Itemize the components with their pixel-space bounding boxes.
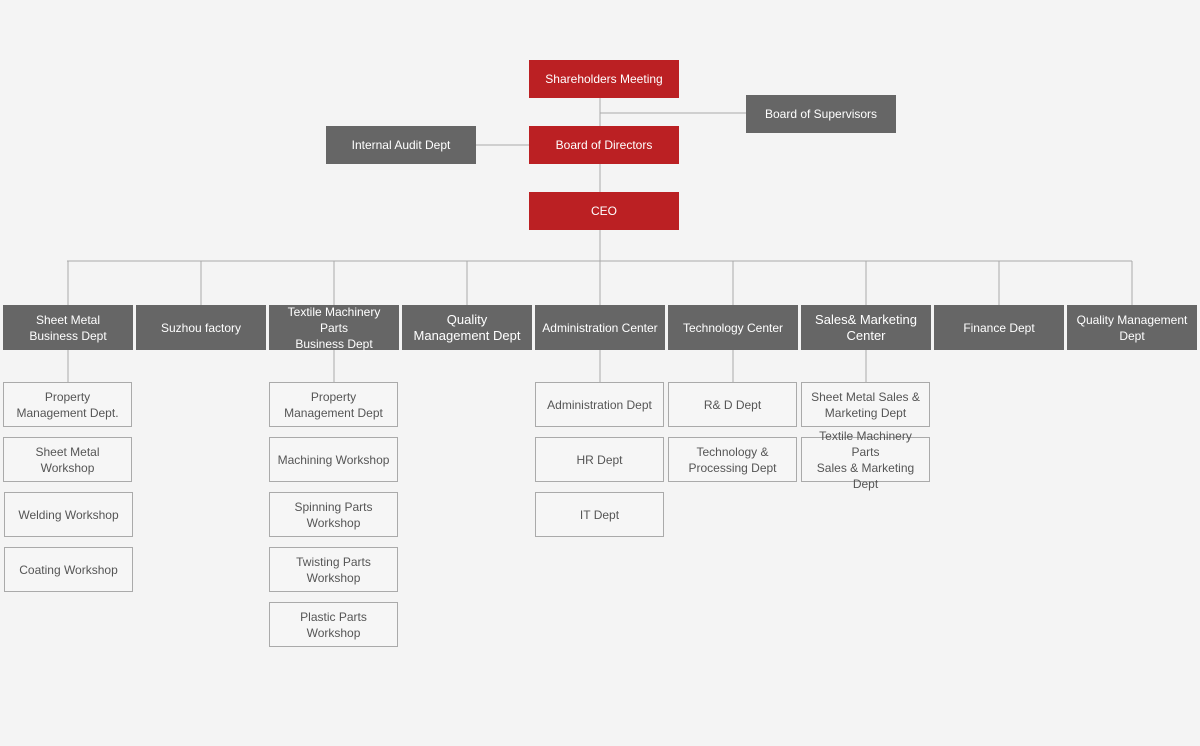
department-textile-machinery-parts-business-dept: Textile Machinery Parts Business Dept — [269, 305, 399, 351]
department-sheet-metal-business-dept: Sheet Metal Business Dept — [3, 305, 133, 350]
sub-unit-hr-dept: HR Dept — [535, 437, 664, 482]
sub-unit-welding-workshop: Welding Workshop — [4, 492, 133, 537]
department-quality-management-dept: Quality Management Dept — [1067, 305, 1197, 350]
sub-unit-property-management-dept: Property Management Dept. — [3, 382, 132, 427]
sub-unit-sheet-metal-sales-marketing-dept: Sheet Metal Sales & Marketing Dept — [801, 382, 930, 427]
board-of-directors-box: Board of Directors — [529, 126, 679, 164]
sub-unit-plastic-parts-workshop: Plastic Parts Workshop — [269, 602, 398, 647]
shareholders-meeting-box: Shareholders Meeting — [529, 60, 679, 98]
internal-audit-dept-box: Internal Audit Dept — [326, 126, 476, 164]
board-of-supervisors-box: Board of Supervisors — [746, 95, 896, 133]
department-suzhou-factory: Suzhou factory — [136, 305, 266, 350]
sub-unit-spinning-parts-workshop: Spinning Parts Workshop — [269, 492, 398, 537]
sub-unit-sheet-metal-workshop: Sheet Metal Workshop — [3, 437, 132, 482]
sub-unit-technology-processing-dept: Technology & Processing Dept — [668, 437, 797, 482]
department-finance-dept: Finance Dept — [934, 305, 1064, 350]
department-administration-center: Administration Center — [535, 305, 665, 350]
department-quality-management-dept: Quality Management Dept — [402, 305, 532, 350]
department-sales-marketing-center: Sales& Marketing Center — [801, 305, 931, 350]
sub-unit-twisting-parts-workshop: Twisting Parts Workshop — [269, 547, 398, 592]
sub-unit-r-d-dept: R& D Dept — [668, 382, 797, 427]
sub-unit-property-management-dept: Property Management Dept — [269, 382, 398, 427]
sub-unit-machining-workshop: Machining Workshop — [269, 437, 398, 482]
ceo-box: CEO — [529, 192, 679, 230]
sub-unit-it-dept: IT Dept — [535, 492, 664, 537]
sub-unit-administration-dept: Administration Dept — [535, 382, 664, 427]
department-technology-center: Technology Center — [668, 305, 798, 350]
sub-unit-coating-workshop: Coating Workshop — [4, 547, 133, 592]
sub-unit-textile-machinery-parts-sales-marketing-dept: Textile Machinery Parts Sales & Marketin… — [801, 429, 930, 491]
